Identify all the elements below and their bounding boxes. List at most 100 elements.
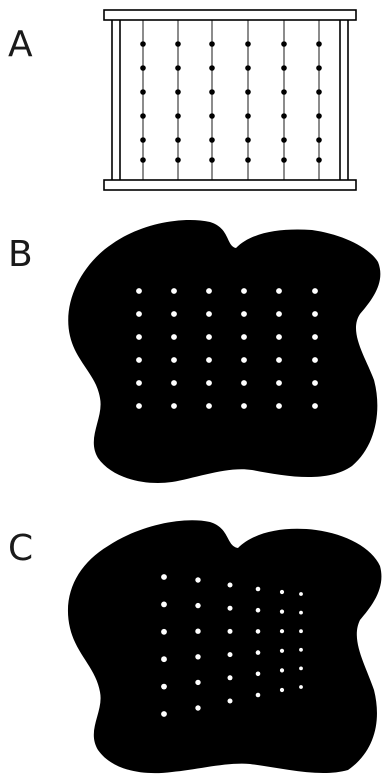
panel-b-dot — [206, 334, 212, 340]
panel-a: A — [8, 10, 356, 190]
panel-b-dot — [276, 357, 282, 363]
panel-a-label: A — [8, 24, 33, 65]
panel-b-dot — [206, 357, 212, 363]
panel-b-dot — [136, 334, 142, 340]
panel-c-dot — [161, 711, 167, 717]
panel-c-dot — [228, 652, 233, 657]
panel-c: C — [8, 520, 381, 773]
panel-b-dot — [136, 288, 142, 294]
panel-c-dot — [280, 590, 284, 594]
panel-a-dot — [140, 65, 146, 71]
panel-a-dot — [175, 137, 181, 143]
panel-c-dot — [195, 654, 200, 659]
panel-b-dot — [206, 380, 212, 386]
panel-c-dot — [280, 610, 284, 614]
panel-b-dot — [241, 311, 247, 317]
panel-b-dot — [171, 403, 177, 409]
panel-c-dot — [299, 648, 303, 652]
panel-c-dot — [161, 574, 167, 580]
panel-c-dot — [280, 649, 284, 653]
panel-a-bottom-bar — [104, 180, 356, 190]
panel-b-dot — [136, 311, 142, 317]
panel-a-dot — [316, 89, 322, 95]
panel-a-dot — [140, 89, 146, 95]
panel-c-dot — [256, 608, 261, 613]
panel-b-dot — [276, 334, 282, 340]
panel-a-dot — [140, 157, 146, 163]
panel-b-dot — [206, 311, 212, 317]
panel-a-dot — [175, 157, 181, 163]
panel-b-dot — [171, 334, 177, 340]
panel-c-dot — [256, 629, 261, 634]
panel-a-dot — [175, 89, 181, 95]
panel-c-dot — [195, 705, 200, 710]
panel-a-dot — [245, 157, 251, 163]
panel-b-dot — [312, 334, 318, 340]
panel-c-dot — [299, 592, 303, 596]
panel-a-dots — [140, 41, 322, 163]
panel-b-dot — [241, 357, 247, 363]
panel-c-dot — [256, 693, 261, 698]
panel-c-label: C — [8, 528, 33, 569]
panel-b-dot — [312, 311, 318, 317]
panel-b-dot — [276, 380, 282, 386]
panel-b-dot — [241, 288, 247, 294]
panel-c-dot — [228, 606, 233, 611]
panel-c-dot — [256, 650, 261, 655]
panel-c-dot — [256, 672, 261, 677]
panel-c-blob — [68, 520, 381, 773]
panel-a-dot — [209, 65, 215, 71]
panel-a-dot — [209, 137, 215, 143]
panel-c-dot — [299, 667, 303, 671]
panel-b-blob — [68, 220, 380, 483]
panel-c-dot — [228, 629, 233, 634]
panel-a-dot — [140, 41, 146, 47]
panel-a-dot — [209, 157, 215, 163]
panel-b-dot — [276, 311, 282, 317]
panel-a-dot — [175, 65, 181, 71]
panel-c-dot — [280, 688, 284, 692]
panel-a-strings — [143, 20, 319, 180]
panel-a-dot — [316, 113, 322, 119]
panel-c-dot — [195, 629, 200, 634]
panel-c-dot — [228, 675, 233, 680]
panel-a-dot — [281, 157, 287, 163]
panel-b-label: B — [8, 234, 33, 275]
panel-c-dot — [280, 629, 284, 633]
panel-b-dot — [136, 403, 142, 409]
panel-c-dot — [195, 603, 200, 608]
panel-a-dot — [245, 137, 251, 143]
panel-c-dot — [161, 629, 167, 635]
panel-c-dot — [299, 611, 303, 615]
panel-b-dot — [206, 288, 212, 294]
panel-a-dot — [281, 89, 287, 95]
panel-b-dot — [241, 334, 247, 340]
panel-a-dot — [209, 113, 215, 119]
panel-a-dot — [245, 113, 251, 119]
panel-b: B — [8, 220, 380, 483]
panel-c-dot — [299, 685, 303, 689]
panel-c-dot — [161, 656, 167, 662]
panel-a-dot — [281, 113, 287, 119]
panel-b-dot — [312, 403, 318, 409]
panel-c-dot — [195, 577, 200, 582]
panel-a-dot — [245, 41, 251, 47]
panel-b-dot — [171, 357, 177, 363]
panel-b-dot — [171, 288, 177, 294]
panel-a-dot — [316, 41, 322, 47]
panel-b-dot — [276, 403, 282, 409]
panel-a-dot — [281, 65, 287, 71]
panel-c-dot — [256, 587, 261, 592]
panel-a-dot — [140, 113, 146, 119]
panel-b-dot — [136, 380, 142, 386]
panel-a-dot — [245, 65, 251, 71]
panel-b-dot — [276, 288, 282, 294]
panel-b-dot — [312, 288, 318, 294]
panel-b-dot — [171, 311, 177, 317]
panel-b-dot — [206, 403, 212, 409]
panel-a-dot — [175, 41, 181, 47]
panel-a-frame — [104, 10, 356, 190]
panel-a-dot — [281, 41, 287, 47]
panel-b-dot — [171, 380, 177, 386]
